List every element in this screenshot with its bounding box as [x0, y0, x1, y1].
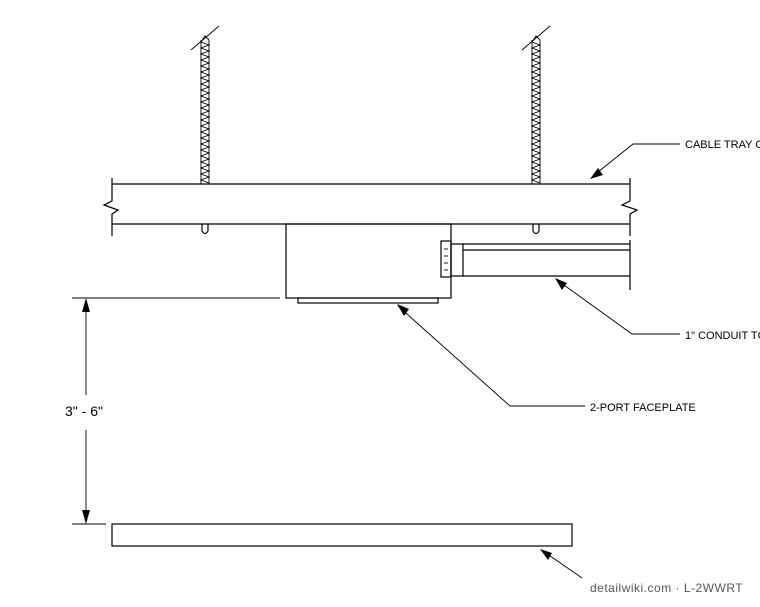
dimension-arrow-icon	[82, 298, 90, 312]
cable-tray	[102, 178, 639, 236]
rod-ends	[201, 224, 540, 235]
leader-arrow-icon	[590, 168, 603, 179]
leader-faceplate: 2-PORT FACEPLATE	[397, 304, 696, 414]
leader-arrow-icon	[397, 304, 409, 316]
faceplate-label: 2-PORT FACEPLATE	[590, 402, 696, 414]
leader-conduit: 1" CONDUIT TC	[555, 278, 760, 342]
faceplate-shape	[297, 297, 439, 304]
leader-arrow-icon	[555, 278, 567, 290]
watermark: detailwiki.com · L-2WWRT	[590, 581, 743, 595]
threaded-rod-right	[521, 25, 551, 184]
lower-plate	[111, 523, 573, 547]
junction-box	[285, 223, 452, 304]
threaded-rod-left	[190, 25, 220, 184]
leader-lower-plate	[540, 549, 583, 579]
cable-tray-label: CABLE TRAY C	[685, 139, 760, 151]
dimension-line: 3" - 6"	[65, 298, 103, 524]
conduit-label: 1" CONDUIT TC	[685, 330, 760, 342]
conduit	[440, 240, 631, 290]
dimension-arrow-icon	[82, 510, 90, 524]
leader-arrow-icon	[540, 549, 552, 560]
leader-cable-tray: CABLE TRAY C	[590, 139, 760, 179]
break-line-icon	[620, 178, 639, 236]
dimension-label: 3" - 6"	[65, 403, 103, 419]
break-line-icon	[102, 178, 120, 236]
